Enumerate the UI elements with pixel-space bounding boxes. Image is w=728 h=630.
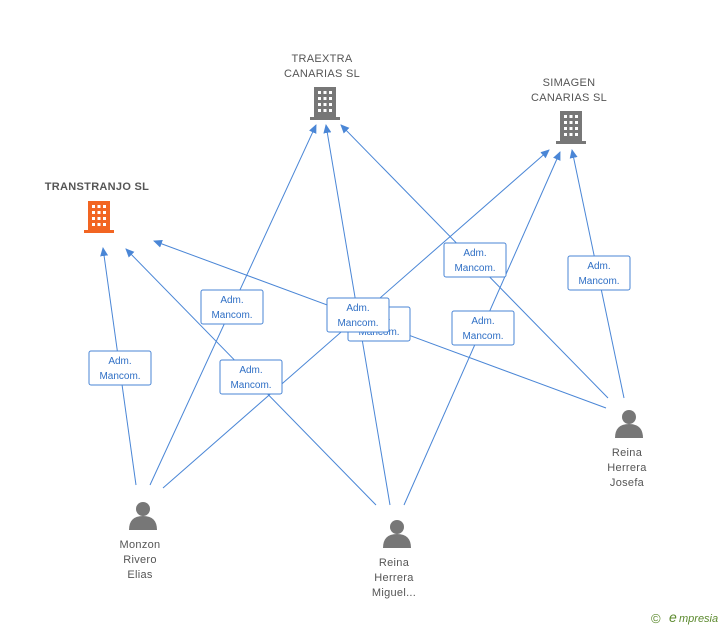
relation-badges: Adm. Mancom. Adm. Mancom. Adm. Mancom. A… — [88, 242, 631, 395]
building-icon — [310, 87, 340, 120]
person-name: Reina — [612, 447, 643, 459]
svg-text:Mancom.: Mancom. — [462, 331, 503, 342]
relation-badge[interactable]: Adm. Mancom. — [326, 297, 390, 333]
relation-badge[interactable]: Adm. Mancom. — [451, 310, 515, 346]
person-icon — [615, 410, 643, 438]
person-name: Reina — [379, 557, 410, 569]
company-name: CANARIAS SL — [531, 92, 607, 104]
svg-text:Adm.: Adm. — [346, 303, 369, 314]
brand-name: mpresia — [679, 613, 718, 625]
copyright-icon: © — [651, 611, 661, 626]
relation-badge[interactable]: Adm. Mancom. — [567, 255, 631, 291]
building-icon — [84, 201, 114, 233]
person-name: Herrera — [374, 572, 414, 584]
svg-text:Mancom.: Mancom. — [454, 263, 495, 274]
svg-text:Adm.: Adm. — [108, 356, 131, 367]
svg-text:Adm.: Adm. — [239, 365, 262, 376]
relation-badge[interactable]: Adm. Mancom. — [443, 242, 507, 278]
brand-initial: e — [669, 609, 677, 625]
svg-text:Mancom.: Mancom. — [230, 380, 271, 391]
svg-text:Mancom.: Mancom. — [99, 371, 140, 382]
svg-text:Adm.: Adm. — [220, 295, 243, 306]
company-name: TRANSTRANJO SL — [45, 181, 149, 193]
relation-badge[interactable]: Adm. Mancom. — [88, 350, 152, 386]
brand-logo: © e mpresia — [651, 609, 718, 626]
company-name: TRAEXTRA — [291, 53, 352, 65]
svg-text:Adm.: Adm. — [463, 248, 486, 259]
building-icon — [556, 111, 586, 144]
company-node-transtranjo[interactable]: TRANSTRANJO SL — [45, 181, 149, 233]
person-node-monzon[interactable]: Monzon Rivero Elias — [120, 502, 161, 581]
svg-text:Mancom.: Mancom. — [211, 310, 252, 321]
svg-text:Mancom.: Mancom. — [337, 318, 378, 329]
svg-text:Adm.: Adm. — [587, 261, 610, 272]
person-name: Josefa — [610, 477, 645, 489]
company-node-traextra[interactable]: TRAEXTRA CANARIAS SL — [284, 53, 360, 120]
company-name: CANARIAS SL — [284, 68, 360, 80]
person-name: Elias — [127, 569, 153, 581]
person-icon — [383, 520, 411, 548]
company-name: SIMAGEN — [543, 77, 596, 89]
svg-text:Mancom.: Mancom. — [578, 276, 619, 287]
person-icon — [129, 502, 157, 530]
person-name: Monzon — [120, 539, 161, 551]
person-node-reina-miguel[interactable]: Reina Herrera Miguel... — [372, 520, 416, 599]
relation-badge[interactable]: Adm. Mancom. — [219, 359, 283, 395]
person-node-reina-josefa[interactable]: Reina Herrera Josefa — [607, 410, 647, 489]
svg-text:Adm.: Adm. — [471, 316, 494, 327]
person-name: Herrera — [607, 462, 647, 474]
relation-badge[interactable]: Adm. Mancom. — [200, 289, 264, 325]
person-name: Rivero — [123, 554, 157, 566]
person-name: Miguel... — [372, 587, 416, 599]
company-node-simagen[interactable]: SIMAGEN CANARIAS SL — [531, 77, 607, 144]
